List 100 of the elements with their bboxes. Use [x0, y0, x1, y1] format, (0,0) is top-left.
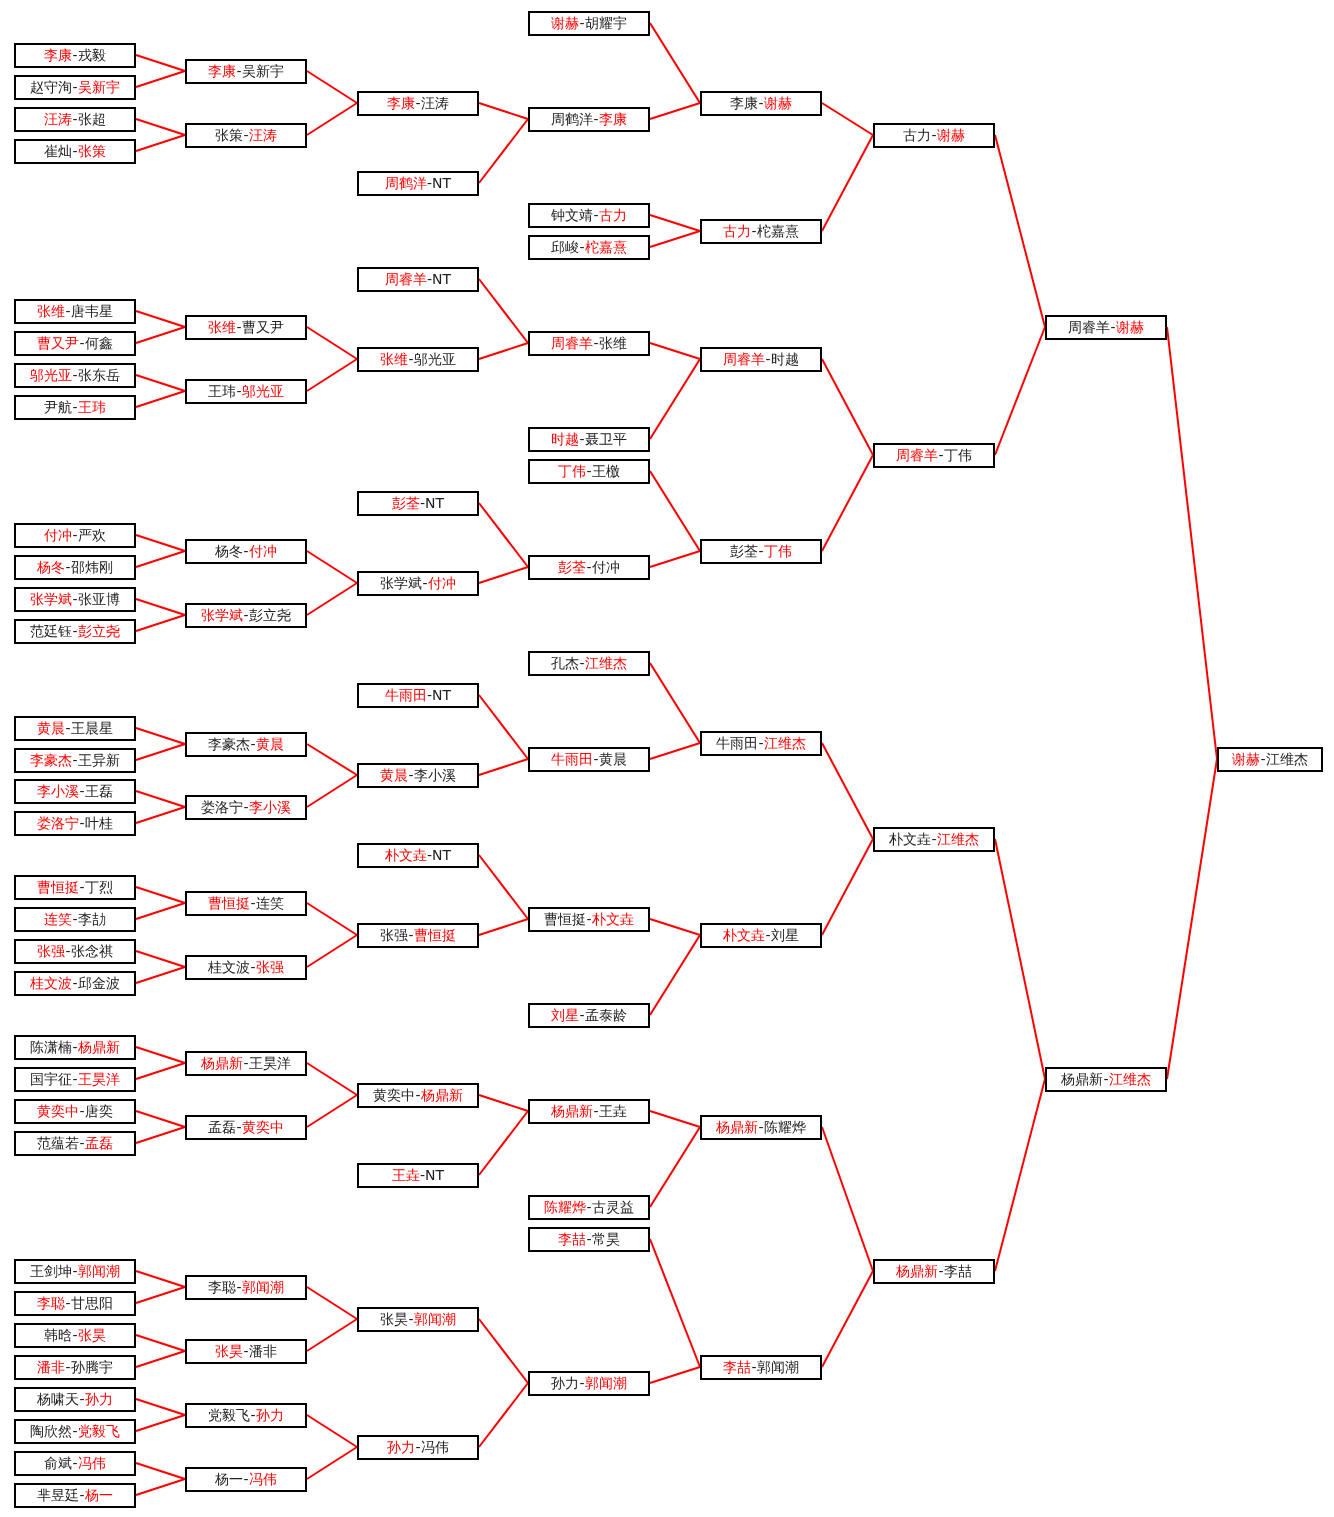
bracket-line: [135, 390, 186, 408]
bracket-line: [821, 1270, 874, 1368]
bracket-line: [135, 1414, 186, 1432]
match-box: [14, 106, 136, 132]
match-result: 彭荃-NT: [391, 496, 445, 510]
match-box: [185, 378, 307, 404]
bracket-line: [306, 743, 358, 776]
match-result: 周睿羊-丁伟: [896, 448, 972, 462]
match-box: [357, 922, 479, 948]
match-box: [357, 570, 479, 596]
match-result: 尹航-王玮: [44, 400, 106, 414]
match-result: 丁伟-王檄: [558, 464, 620, 478]
match-result: 李豪杰-黄晨: [208, 737, 284, 751]
match-result: 孙力-郭闻潮: [551, 1376, 627, 1390]
match-result: 周鹤洋-李康: [551, 112, 627, 126]
bracket-line: [649, 550, 701, 568]
match-result: 娄洛宁-叶桂: [37, 816, 113, 830]
match-result: 张昊-郭闻潮: [380, 1312, 456, 1326]
bracket-line: [135, 134, 186, 152]
match-result: 孟磊-黄奕中: [208, 1120, 284, 1134]
match-result: 张维-邬光亚: [380, 352, 456, 366]
bracket-line: [649, 102, 701, 120]
match-box: [873, 826, 995, 852]
bracket-line: [306, 934, 358, 968]
bracket-line: [306, 1446, 358, 1480]
match-box: [357, 1434, 479, 1460]
bracket-line: [478, 1110, 529, 1176]
bracket-line: [135, 374, 186, 392]
match-result: 周睿羊-张维: [551, 336, 627, 350]
match-result: 李喆-郭闻潮: [723, 1360, 799, 1374]
match-result: 杨啸天-孙力: [37, 1392, 113, 1406]
bracket-line: [135, 1046, 186, 1064]
match-box: [357, 346, 479, 372]
bracket-line: [135, 1110, 186, 1128]
match-box: [357, 490, 479, 516]
match-box: [528, 1226, 650, 1252]
bracket-line: [135, 1062, 186, 1080]
match-result: 赵守洵-吴新宇: [30, 80, 120, 94]
match-result: 张学斌-付冲: [380, 576, 456, 590]
match-box: [185, 954, 307, 980]
match-box: [357, 842, 479, 868]
match-box: [528, 1194, 650, 1220]
match-result: 曹恒挺-丁烈: [37, 880, 113, 894]
match-result: 张昊-潘非: [215, 1344, 277, 1358]
bracket-line: [478, 854, 529, 920]
bracket-line: [135, 1334, 186, 1352]
match-box: [873, 442, 995, 468]
match-box: [528, 106, 650, 132]
bracket-line: [135, 534, 186, 552]
bracket-line: [478, 102, 529, 120]
match-box: [1045, 1066, 1167, 1092]
match-result: 李康-汪涛: [387, 96, 449, 110]
match-result: 杨鼎新-王昊洋: [201, 1056, 291, 1070]
match-box: [14, 906, 136, 932]
match-box: [528, 1370, 650, 1396]
match-result: 张维-唐韦星: [37, 304, 113, 318]
match-result: 党毅飞-孙力: [208, 1408, 284, 1422]
match-result: 黄奕中-杨鼎新: [373, 1088, 463, 1102]
match-box: [14, 1258, 136, 1284]
match-result: 朴文垚-刘星: [723, 928, 799, 942]
bracket-line: [135, 806, 186, 824]
match-result: 李聪-郭闻潮: [208, 1280, 284, 1294]
bracket-line: [994, 326, 1046, 456]
match-box: [357, 762, 479, 788]
bracket-line: [135, 743, 186, 761]
bracket-line: [306, 358, 358, 392]
match-box: [14, 42, 136, 68]
bracket-line: [135, 118, 186, 136]
match-result: 牛雨田-NT: [384, 688, 452, 702]
match-box: [14, 362, 136, 388]
match-box: [14, 1482, 136, 1508]
bracket-line: [649, 470, 701, 552]
match-box: [185, 58, 307, 84]
match-result: 娄洛宁-李小溪: [201, 800, 291, 814]
match-box: [185, 1274, 307, 1300]
match-result: 朴文垚-江维杰: [889, 832, 979, 846]
match-box: [873, 122, 995, 148]
match-result: 杨一-冯伟: [215, 1472, 277, 1486]
match-result: 芈昱廷-杨一: [37, 1488, 113, 1502]
match-result: 谢赫-胡耀宇: [551, 16, 627, 30]
match-box: [700, 1354, 822, 1380]
match-result: 钟文靖-古力: [551, 208, 627, 222]
match-box: [185, 890, 307, 916]
bracket-line: [306, 326, 358, 360]
bracket-line: [649, 742, 701, 760]
match-result: 古力-谢赫: [903, 128, 965, 142]
match-box: [14, 1034, 136, 1060]
bracket-line: [306, 1094, 358, 1128]
match-box: [14, 1386, 136, 1412]
bracket-line: [649, 1126, 701, 1208]
match-result: 李康-戎毅: [44, 48, 106, 62]
bracket-line: [135, 54, 186, 72]
match-result: 李豪杰-王异新: [30, 753, 120, 767]
match-box: [14, 618, 136, 644]
bracket-line: [306, 774, 358, 808]
bracket-line: [135, 886, 186, 904]
match-result: 杨冬-付冲: [215, 544, 277, 558]
match-box: [185, 1114, 307, 1140]
bracket-line: [478, 118, 529, 184]
bracket-line: [135, 950, 186, 968]
